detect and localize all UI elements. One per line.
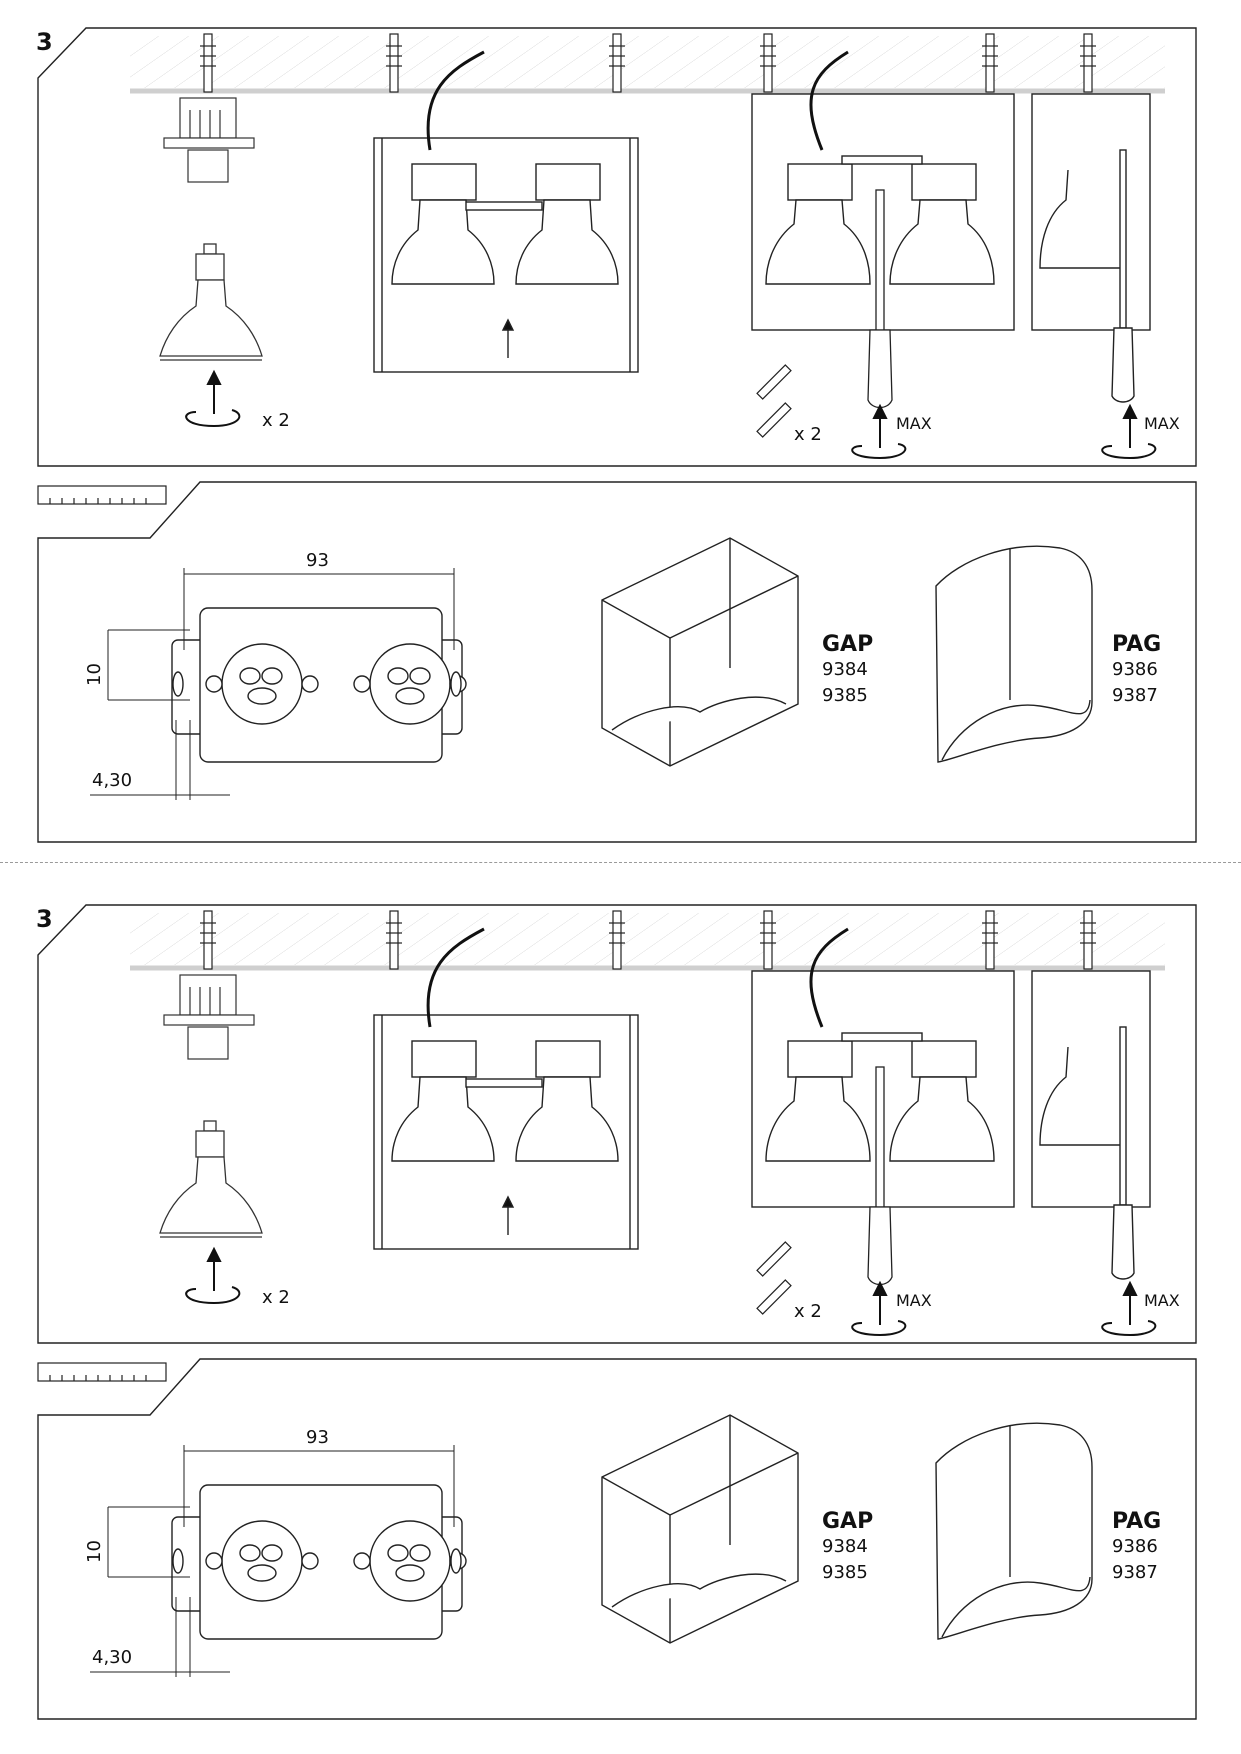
wall-plug-icon bbox=[200, 910, 1096, 970]
lamp-quantity: x 2 bbox=[262, 1287, 290, 1308]
dimension-lines bbox=[90, 1445, 455, 1677]
installation-drawing bbox=[37, 27, 1197, 843]
pag-model-block: PAG 9386 9387 bbox=[1112, 1509, 1161, 1586]
gap-model-block: GAP 9384 9385 bbox=[822, 1509, 873, 1586]
ruler-icon bbox=[37, 1362, 167, 1382]
step-panel-frame bbox=[37, 904, 1197, 1344]
model-name: GAP bbox=[822, 1509, 874, 1534]
rotate-arrow-icon bbox=[1101, 1280, 1157, 1337]
dimension-panel-frame bbox=[37, 1358, 1197, 1720]
model-name: PAG bbox=[1112, 632, 1162, 657]
lamp-quantity: x 2 bbox=[262, 410, 290, 431]
rotate-arrow-icon bbox=[851, 1280, 907, 1337]
step-number: 3 bbox=[36, 28, 53, 56]
mounting-plate-drawing bbox=[171, 1484, 467, 1640]
rotate-arrow-icon bbox=[851, 403, 907, 460]
fixture-box bbox=[373, 1014, 639, 1250]
socket-bracket bbox=[163, 97, 255, 183]
fixture-round bbox=[1031, 93, 1151, 403]
model-code: 9384 bbox=[822, 1536, 868, 1557]
dimension-lines bbox=[90, 568, 455, 800]
gap-luminaire bbox=[601, 1414, 799, 1644]
screwdriver-icon bbox=[867, 189, 893, 409]
step-panel-frame bbox=[37, 27, 1197, 467]
socket-bracket bbox=[163, 974, 255, 1060]
model-name: GAP bbox=[822, 632, 874, 657]
screw-quantity: x 2 bbox=[794, 424, 822, 445]
ceiling-hatch bbox=[130, 36, 1165, 88]
model-name: PAG bbox=[1112, 1509, 1162, 1534]
model-code: 9386 bbox=[1112, 1536, 1158, 1557]
model-code: 9386 bbox=[1112, 659, 1158, 680]
power-cable bbox=[426, 927, 485, 1028]
model-code: 9387 bbox=[1112, 685, 1158, 706]
gu10-lamp-icon bbox=[159, 1120, 263, 1238]
ceiling-hatch bbox=[130, 913, 1165, 965]
model-code: 9387 bbox=[1112, 1562, 1158, 1583]
dimension-width: 93 bbox=[306, 550, 329, 571]
rotate-arrow-icon bbox=[185, 369, 241, 428]
torque-max-label: MAX bbox=[1144, 414, 1180, 433]
fixture-round bbox=[1031, 970, 1151, 1280]
model-code: 9384 bbox=[822, 659, 868, 680]
dimension-height: 10 bbox=[84, 663, 105, 686]
dimension-offset: 4,30 bbox=[92, 1647, 133, 1668]
gu10-lamp-icon bbox=[159, 243, 263, 361]
gap-luminaire bbox=[601, 537, 799, 767]
dimension-width: 93 bbox=[306, 1427, 329, 1448]
screw-icon bbox=[756, 1241, 792, 1315]
dimension-panel-frame bbox=[37, 481, 1197, 843]
wall-plug-icon bbox=[200, 33, 1096, 93]
torque-max-label: MAX bbox=[896, 1291, 932, 1310]
pag-luminaire bbox=[935, 1422, 1093, 1640]
fixture-box bbox=[373, 137, 639, 373]
power-cable bbox=[809, 927, 849, 1028]
step-number: 3 bbox=[36, 905, 53, 933]
rotate-arrow-icon bbox=[1101, 403, 1157, 460]
model-code: 9385 bbox=[822, 685, 868, 706]
ruler-icon bbox=[37, 485, 167, 505]
power-cable bbox=[809, 50, 849, 151]
mounting-plate-drawing bbox=[171, 607, 467, 763]
instruction-sheet-bottom: 3 x 2 x 2 MAX MAX 93 10 4,30 GAP 9384 93… bbox=[0, 877, 1241, 1754]
torque-max-label: MAX bbox=[896, 414, 932, 433]
dimension-offset: 4,30 bbox=[92, 770, 133, 791]
installation-drawing bbox=[37, 904, 1197, 1720]
pag-luminaire bbox=[935, 545, 1093, 763]
pag-model-block: PAG 9386 9387 bbox=[1112, 632, 1161, 709]
torque-max-label: MAX bbox=[1144, 1291, 1180, 1310]
cut-line bbox=[0, 862, 1241, 863]
screw-quantity: x 2 bbox=[794, 1301, 822, 1322]
model-code: 9385 bbox=[822, 1562, 868, 1583]
screwdriver-icon bbox=[867, 1066, 893, 1286]
power-cable bbox=[426, 50, 485, 151]
gap-model-block: GAP 9384 9385 bbox=[822, 632, 873, 709]
instruction-sheet-top: 3 x 2 x 2 MAX MAX 93 10 4,30 GAP 9384 93… bbox=[36, 27, 1197, 843]
dimension-height: 10 bbox=[84, 1540, 105, 1563]
rotate-arrow-icon bbox=[185, 1246, 241, 1305]
screw-icon bbox=[756, 364, 792, 438]
